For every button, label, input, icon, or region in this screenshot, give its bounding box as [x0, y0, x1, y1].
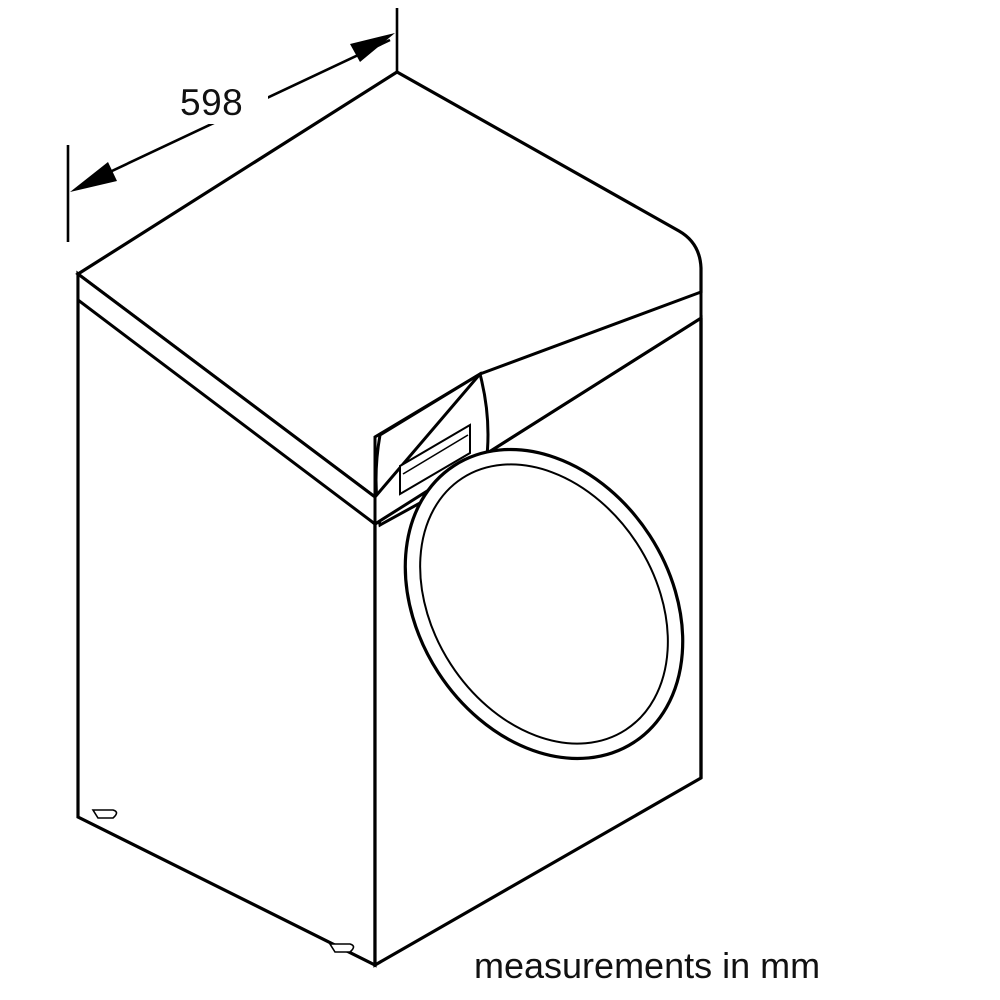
washing-machine-body: [75, 70, 739, 968]
dimension-text-backdrop: [172, 78, 268, 124]
dimension-arrowhead-right: [350, 33, 395, 62]
rear-levelling-foot: [91, 809, 118, 819]
units-note: measurements in mm: [474, 945, 820, 986]
door-porthole[interactable]: [348, 397, 739, 811]
detergent-drawer-grip-line: [402, 434, 469, 475]
front-levelling-foot: [328, 943, 355, 953]
dimension-arrowhead-left: [70, 162, 117, 192]
dimension-annotation-depth: 598: [66, 8, 399, 242]
dimension-value-depth: 598: [180, 82, 243, 123]
detergent-drawer[interactable]: [399, 423, 471, 496]
door-inner-ring: [419, 463, 669, 745]
